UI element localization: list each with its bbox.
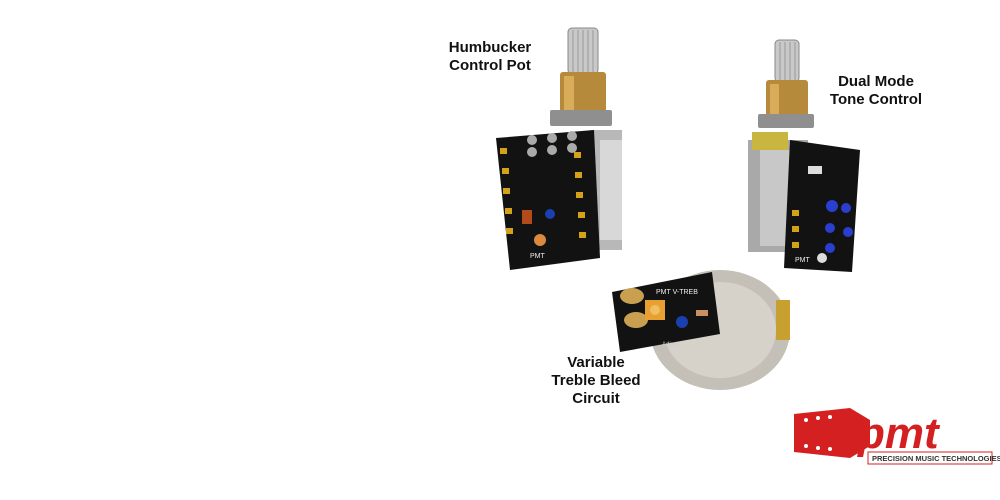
variable-treble-bleed-circuit-label: Variable Treble Bleed Circuit	[551, 354, 641, 407]
pmt-tagline: PRECISION MUSIC TECHNOLOGIES	[872, 454, 1000, 463]
pmt-logo: pmt PRECISION MUSIC TECHNOLOGIES	[794, 408, 1000, 465]
treble-bleed-pot-image: PMT V-TREB Adjust	[612, 270, 790, 390]
dual-mode-pot-image: PMT	[748, 39, 860, 272]
pmt-wordmark: pmt	[857, 409, 941, 458]
treble-board-text-adjust: Adjust	[662, 342, 679, 348]
humbucker-pot-image: PMT	[496, 27, 622, 270]
treble-board-text: PMT V-TREB	[656, 289, 698, 296]
right-board-text: PMT	[795, 257, 811, 264]
dual-mode-tone-control-label: Dual Mode Tone Control	[829, 73, 923, 108]
left-board-text: PMT	[530, 253, 546, 260]
humbucker-control-pot-label: Humbucker Control Pot	[448, 39, 532, 74]
